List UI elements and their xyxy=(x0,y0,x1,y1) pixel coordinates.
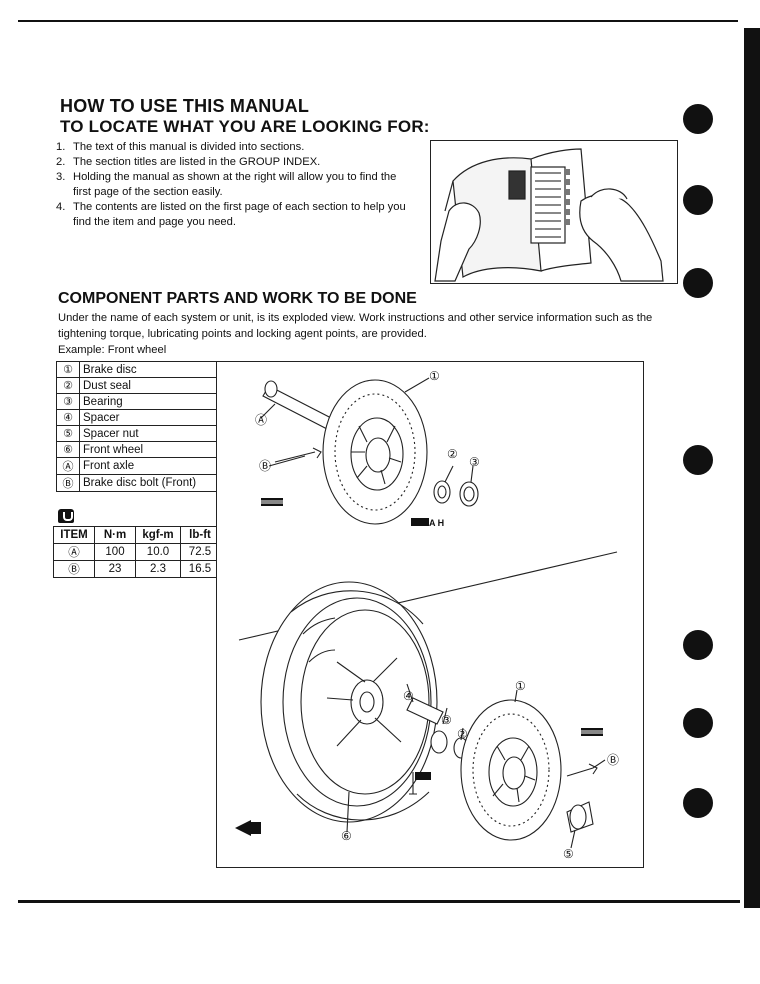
binder-hole xyxy=(683,268,713,298)
callout-label: ② xyxy=(447,447,458,461)
callout-label: ② xyxy=(457,727,468,741)
grease-symbol-icon: A H xyxy=(411,518,444,528)
binder-hole xyxy=(683,630,713,660)
list-item: 3. Holding the manual as shown at the rig… xyxy=(56,170,416,200)
list-item: 2. The section titles are listed in the G… xyxy=(56,155,416,170)
table-cell: 10.0 xyxy=(135,543,181,561)
list-item: 4. The contents are listed on the first p… xyxy=(56,200,416,230)
bottom-rule xyxy=(18,900,740,903)
list-item: 1. The text of this manual is divided int… xyxy=(56,140,416,155)
callout-label: Ⓑ xyxy=(259,459,271,473)
binder-hole xyxy=(683,445,713,475)
step-text: The contents are listed on the first pag… xyxy=(73,201,406,228)
table-cell: Ⓑ xyxy=(53,560,95,578)
table-header-row: ITEM N·m kgf-m lb-ft xyxy=(53,526,220,544)
legend-symbol: ⑤ xyxy=(56,425,80,442)
table-cell: 72.5 xyxy=(180,543,220,561)
binding-edge xyxy=(744,28,760,908)
binder-hole xyxy=(683,708,713,738)
table-cell: 100 xyxy=(94,543,136,561)
section-intro: Under the name of each system or unit, i… xyxy=(58,310,658,358)
legend-label: Brake disc bolt (Front) xyxy=(79,474,219,492)
page-title: HOW TO USE THIS MANUAL xyxy=(60,96,310,116)
callout-label: ① xyxy=(429,369,440,383)
thread-lock-icon xyxy=(581,728,603,736)
table-row: Ⓑ 23 2.3 16.5 xyxy=(53,560,220,578)
column-header: kgf-m xyxy=(135,526,181,544)
front-wheel-exploded-view: ① Ⓐ Ⓑ ② ③ ④ ③ ② ① Ⓑ ⑤ ⑥ A H xyxy=(235,369,619,861)
table-cell: 2.3 xyxy=(135,560,181,578)
legend-symbol: ⑥ xyxy=(56,441,80,458)
step-number: 4. xyxy=(56,201,66,213)
table-cell: Ⓐ xyxy=(53,543,95,561)
table-cell: 16.5 xyxy=(180,560,220,578)
torque-wrench-icon xyxy=(58,509,74,523)
exploded-view-diagram: ① Ⓐ Ⓑ ② ③ ④ ③ ② ① Ⓑ ⑤ ⑥ A H xyxy=(216,361,644,868)
table-row: Ⓐ 100 10.0 72.5 xyxy=(53,543,220,561)
legend-symbol: Ⓑ xyxy=(56,474,80,492)
step-text: The section titles are listed in the GRO… xyxy=(73,156,321,168)
callout-label: ③ xyxy=(441,713,452,727)
legend-label: Front wheel xyxy=(79,441,219,458)
legend-label: Brake disc xyxy=(79,361,219,378)
step-text: Holding the manual as shown at the right… xyxy=(73,171,397,198)
example-label: Example: Front wheel xyxy=(58,344,167,356)
grease-symbol-icon xyxy=(415,772,431,780)
manual-holding-illustration xyxy=(430,140,678,284)
page-subtitle: TO LOCATE WHAT YOU ARE LOOKING FOR: xyxy=(60,117,430,136)
callout-label: ③ xyxy=(469,455,480,469)
manual-hands-drawing xyxy=(434,148,664,282)
step-number: 2. xyxy=(56,156,66,168)
legend-label: Dust seal xyxy=(79,377,219,394)
column-header: N·m xyxy=(94,526,136,544)
thread-lock-icon xyxy=(261,498,283,506)
step-text: The text of this manual is divided into … xyxy=(73,141,305,153)
legend-label: Front axle xyxy=(79,457,219,475)
binder-hole xyxy=(683,104,713,134)
binder-hole xyxy=(683,185,713,215)
column-header: ITEM xyxy=(53,526,95,544)
torque-table: ITEM N·m kgf-m lb-ft Ⓐ 100 10.0 72.5 Ⓑ 2… xyxy=(53,526,220,578)
callout-label: ④ xyxy=(403,689,414,703)
callout-label: ⑤ xyxy=(563,847,574,861)
callout-label: ① xyxy=(515,679,526,693)
legend-symbol: Ⓐ xyxy=(56,457,80,475)
callout-label: Ⓐ xyxy=(255,413,267,427)
legend-label: Spacer nut xyxy=(79,425,219,442)
instruction-list: 1. The text of this manual is divided int… xyxy=(56,140,416,230)
front-direction-arrow-icon xyxy=(235,820,261,836)
top-rule xyxy=(18,20,740,22)
binder-hole xyxy=(683,788,713,818)
table-cell: 23 xyxy=(94,560,136,578)
callout-label: Ⓑ xyxy=(607,753,619,767)
intro-text: Under the name of each system or unit, i… xyxy=(58,312,653,340)
legend-symbol: ③ xyxy=(56,393,80,410)
column-header: lb-ft xyxy=(180,526,220,544)
grease-tag: A H xyxy=(429,518,444,528)
step-number: 3. xyxy=(56,171,66,183)
legend-label: Spacer xyxy=(79,409,219,426)
legend-symbol: ② xyxy=(56,377,80,394)
legend-symbol: ④ xyxy=(56,409,80,426)
step-number: 1. xyxy=(56,141,66,153)
section-heading: COMPONENT PARTS AND WORK TO BE DONE xyxy=(58,290,417,307)
legend-symbol: ① xyxy=(56,361,80,378)
legend-label: Bearing xyxy=(79,393,219,410)
callout-label: ⑥ xyxy=(341,829,352,843)
